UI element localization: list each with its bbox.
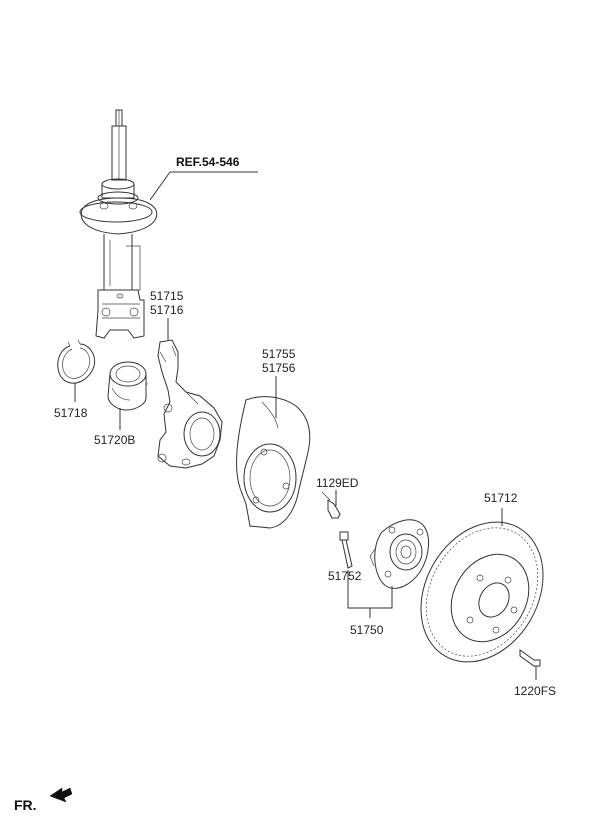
front-label: FR. — [14, 797, 37, 813]
ref-label: REF.54-546 — [176, 155, 240, 169]
arrow-fr-icon — [49, 787, 73, 803]
screw-1220fs — [519, 649, 541, 667]
dust-cover — [236, 396, 311, 529]
label-51715: 51715 — [150, 289, 184, 303]
bolt-1129ed — [321, 491, 341, 519]
ref-leader — [149, 171, 171, 201]
label-51712: 51712 — [484, 491, 518, 505]
brake-disc — [420, 521, 544, 663]
label-51756: 51756 — [262, 361, 296, 375]
strut-assembly — [79, 109, 158, 339]
label-51755: 51755 — [262, 347, 296, 361]
label-51752: 51752 — [328, 569, 362, 583]
label-51718: 51718 — [54, 406, 88, 420]
label-1129ED: 1129ED — [316, 476, 359, 490]
label-51720B: 51720B — [94, 433, 135, 447]
label-1220FS: 1220FS — [514, 684, 556, 698]
bracket-51750 — [347, 586, 393, 609]
snap-ring — [57, 339, 96, 384]
wheel-hub — [369, 519, 429, 589]
wheel-bearing — [107, 361, 148, 411]
label-51750: 51750 — [350, 623, 384, 637]
hub-stud — [339, 531, 353, 569]
steering-knuckle — [157, 339, 223, 469]
label-51716: 51716 — [150, 303, 184, 317]
